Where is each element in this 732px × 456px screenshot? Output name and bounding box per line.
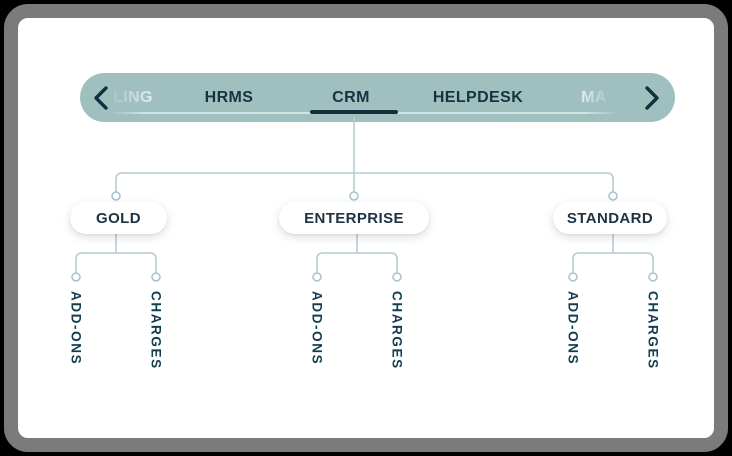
leaf-standard-charges: CHARGES [645, 291, 661, 370]
leaf-gold-charges: CHARGES [148, 291, 164, 370]
leaf-enterprise-addons: ADD-ONS [309, 291, 325, 366]
leaf-gold-addons: ADD-ONS [68, 291, 84, 366]
plan-node-label: ENTERPRISE [304, 209, 404, 227]
scroll-left-button[interactable] [88, 84, 116, 112]
leaf-enterprise-charges: CHARGES [389, 291, 405, 370]
tab-hrms[interactable]: HRMS [204, 89, 254, 106]
tab-mail-clipped[interactable]: MA [581, 89, 607, 106]
product-tab-bar: LING HRMS CRM HELPDESK MA [80, 73, 675, 122]
chevron-left-icon [94, 86, 108, 110]
leaf-standard-addons: ADD-ONS [565, 291, 581, 366]
tab-crm-active[interactable]: CRM [332, 89, 370, 106]
active-tab-underline [310, 110, 398, 114]
plan-node-label: GOLD [96, 209, 141, 227]
chevron-right-icon [645, 86, 659, 110]
scroll-right-button[interactable] [637, 84, 665, 112]
tab-helpdesk[interactable]: HELPDESK [432, 89, 524, 106]
tab-billing-clipped[interactable]: LING [113, 89, 153, 106]
plan-node-standard[interactable]: STANDARD [553, 202, 667, 234]
plan-node-label: STANDARD [566, 209, 654, 227]
plan-node-enterprise[interactable]: ENTERPRISE [279, 202, 429, 234]
plan-node-gold[interactable]: GOLD [70, 202, 167, 234]
